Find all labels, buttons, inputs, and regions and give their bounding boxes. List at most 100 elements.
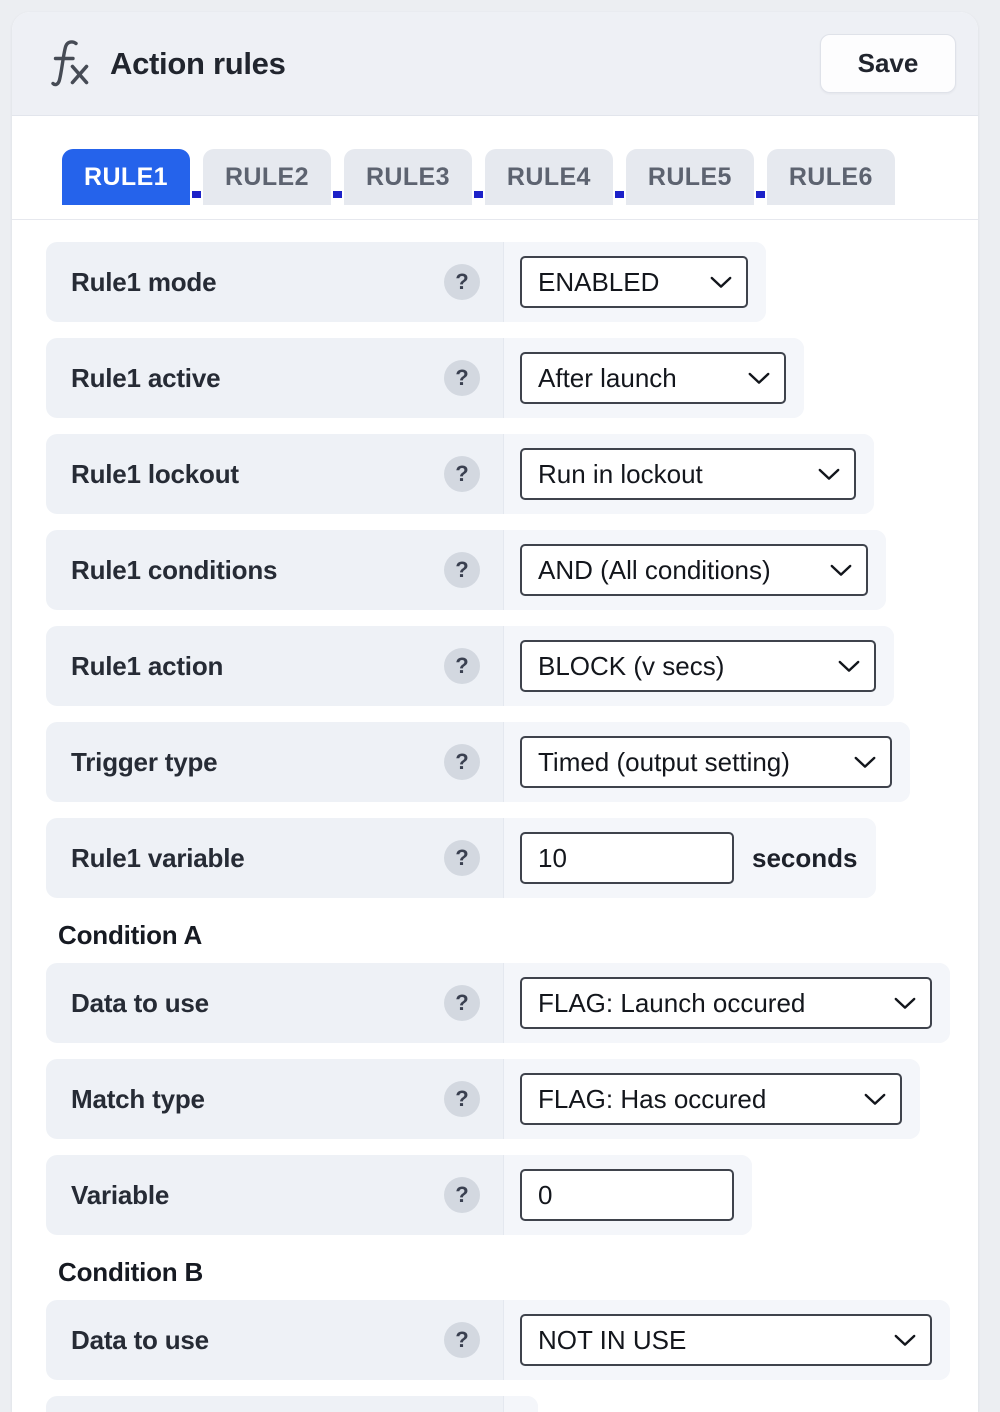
row-label: Rule1 action <box>71 650 224 681</box>
row-right: 0 <box>504 1155 752 1235</box>
condition-a-heading: Condition A <box>58 920 203 950</box>
tab-label: RULE3 <box>365 162 450 191</box>
setting-row-trigger-type: Trigger type ? Timed (output setting) <box>46 722 910 802</box>
panel-header: Action rules Save <box>12 12 978 116</box>
row-left: Data to use ? <box>46 1300 504 1380</box>
help-icon[interactable]: ? <box>444 744 480 780</box>
rule1-active-select[interactable]: After launch <box>520 352 786 404</box>
row-left: Rule1 lockout ? <box>46 434 504 514</box>
tab-rule5[interactable]: RULE5 <box>625 149 754 205</box>
rule1-lockout-select[interactable]: Run in lockout <box>520 448 856 500</box>
help-icon[interactable]: ? <box>444 648 480 684</box>
condition-b-heading: Condition B <box>58 1257 204 1287</box>
row-label: Match type <box>71 1083 205 1114</box>
row-right: Run in lockout <box>504 434 874 514</box>
help-icon[interactable]: ? <box>444 456 480 492</box>
tab-label: RULE2 <box>224 162 309 191</box>
fx-icon <box>46 36 96 92</box>
row-label: Data to use <box>71 1324 209 1355</box>
help-icon[interactable]: ? <box>444 360 480 396</box>
row-right: After launch <box>504 338 804 418</box>
settings-list: Rule1 mode ? ENABLED Rule1 active ? Afte… <box>12 220 978 1412</box>
tab-rule4[interactable]: RULE4 <box>484 149 613 205</box>
row-right: NOT IN USE <box>504 1300 950 1380</box>
row-right: BLOCK (v secs) <box>504 626 894 706</box>
input-value: 10 <box>538 842 567 873</box>
cond-b-data-to-use-select[interactable]: NOT IN USE <box>520 1314 932 1366</box>
help-icon[interactable]: ? <box>444 264 480 300</box>
tab-label: RULE5 <box>647 162 732 191</box>
selected-value: FLAG: Has occured <box>538 1083 767 1114</box>
chevron-down-icon <box>818 468 840 481</box>
help-icon[interactable]: ? <box>444 1322 480 1358</box>
selected-value: AND (All conditions) <box>538 554 771 585</box>
selected-value: BLOCK (v secs) <box>538 650 725 681</box>
setting-row-rule1-variable: Rule1 variable ? 10 seconds <box>46 818 876 898</box>
help-icon[interactable]: ? <box>444 985 480 1021</box>
cond-a-data-to-use-select[interactable]: FLAG: Launch occured <box>520 977 932 1029</box>
help-icon[interactable]: ? <box>444 1177 480 1213</box>
selected-value: NOT IN USE <box>538 1324 687 1355</box>
chevron-down-icon <box>864 1093 886 1106</box>
save-button[interactable]: Save <box>820 34 956 93</box>
row-label: Rule1 lockout <box>71 458 239 489</box>
cond-a-variable-input[interactable]: 0 <box>520 1169 734 1221</box>
tab-rule3[interactable]: RULE3 <box>343 149 472 205</box>
selected-value: FLAG: Launch occured <box>538 987 806 1018</box>
row-left: Rule1 action ? <box>46 626 504 706</box>
action-rules-card: Action rules Save RULE1 RULE2 RULE3 RULE… <box>12 12 978 1412</box>
row-label: Rule1 conditions <box>71 554 278 585</box>
rule1-action-select[interactable]: BLOCK (v secs) <box>520 640 876 692</box>
tab-label: RULE6 <box>788 162 873 191</box>
chevron-down-icon <box>854 756 876 769</box>
row-right: 10 seconds <box>504 818 876 898</box>
row-right: AND (All conditions) <box>504 530 886 610</box>
row-left: Data to use ? <box>46 963 504 1043</box>
row-right: FLAG: Launch occured <box>504 963 950 1043</box>
row-right: FLAG: Has occured <box>504 1059 920 1139</box>
chevron-down-icon <box>710 276 732 289</box>
help-icon[interactable]: ? <box>444 840 480 876</box>
rule1-variable-input[interactable]: 10 <box>520 832 734 884</box>
trigger-type-select[interactable]: Timed (output setting) <box>520 736 892 788</box>
selected-value: After launch <box>538 362 677 393</box>
help-icon[interactable]: ? <box>444 1081 480 1117</box>
help-icon[interactable]: ? <box>444 552 480 588</box>
row-left: Trigger type ? <box>46 722 504 802</box>
tab-separator-icon <box>613 149 626 205</box>
rule1-mode-select[interactable]: ENABLED <box>520 256 748 308</box>
row-left: Rule1 active ? <box>46 338 504 418</box>
row-right: Timed (output setting) <box>504 722 910 802</box>
row-left: Variable ? <box>46 1155 504 1235</box>
tab-separator-icon <box>754 149 767 205</box>
tab-rule2[interactable]: RULE2 <box>202 149 331 205</box>
setting-row-cond-b-data-to-use: Data to use ? NOT IN USE <box>46 1300 950 1380</box>
setting-row-cond-a-match-type: Match type ? FLAG: Has occured <box>46 1059 920 1139</box>
cond-a-match-type-select[interactable]: FLAG: Has occured <box>520 1073 902 1125</box>
row-left <box>46 1396 504 1412</box>
rule1-conditions-select[interactable]: AND (All conditions) <box>520 544 868 596</box>
row-label: Data to use <box>71 987 209 1018</box>
setting-row-rule1-lockout: Rule1 lockout ? Run in lockout <box>46 434 874 514</box>
row-right <box>504 1396 538 1412</box>
chevron-down-icon <box>838 660 860 673</box>
setting-row-rule1-action: Rule1 action ? BLOCK (v secs) <box>46 626 894 706</box>
tab-label: RULE4 <box>506 162 591 191</box>
chevron-down-icon <box>894 1334 916 1347</box>
chevron-down-icon <box>748 372 770 385</box>
selected-value: Run in lockout <box>538 458 703 489</box>
variable-unit-label: seconds <box>752 842 858 873</box>
input-value: 0 <box>538 1179 553 1210</box>
row-right: ENABLED <box>504 242 766 322</box>
tab-separator-icon <box>190 149 203 205</box>
setting-row-rule1-conditions: Rule1 conditions ? AND (All conditions) <box>46 530 886 610</box>
chevron-down-icon <box>830 564 852 577</box>
setting-row-cond-b-next-partial <box>46 1396 538 1412</box>
tab-rule1[interactable]: RULE1 <box>62 149 190 205</box>
row-label: Variable <box>71 1179 170 1210</box>
tab-rule6[interactable]: RULE6 <box>766 149 895 205</box>
row-left: Rule1 variable ? <box>46 818 504 898</box>
row-left: Rule1 conditions ? <box>46 530 504 610</box>
row-label: Rule1 active <box>71 362 221 393</box>
row-label: Trigger type <box>71 746 218 777</box>
